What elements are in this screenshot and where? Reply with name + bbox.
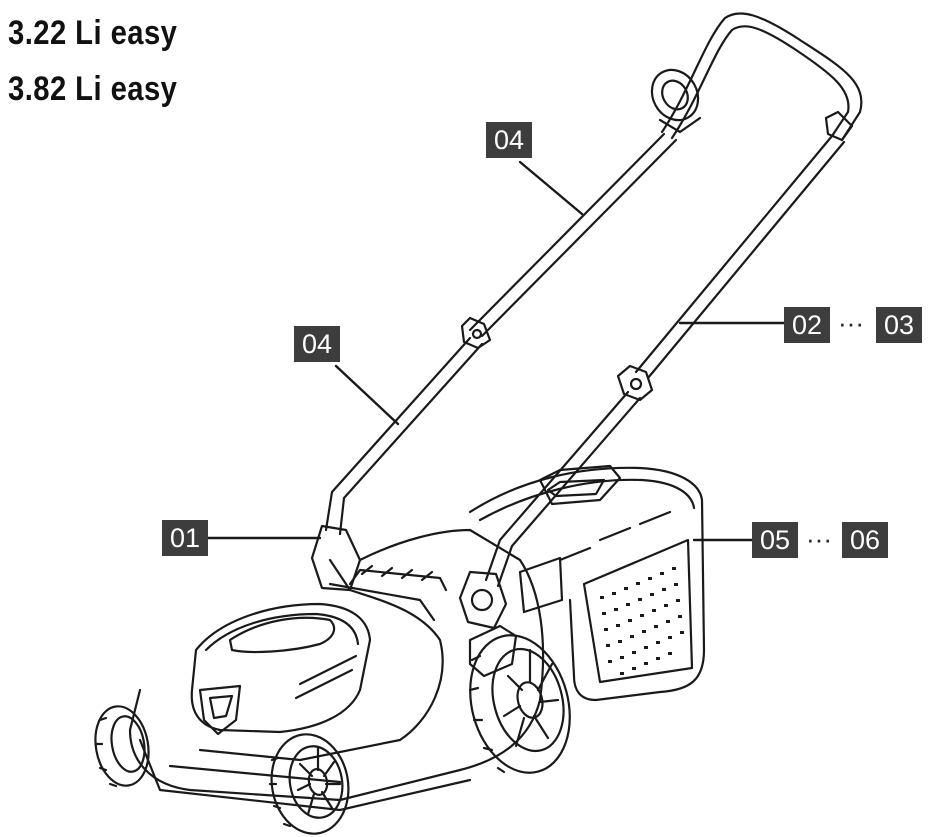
right-lower-handle-bar: [484, 390, 642, 588]
front-right-wheel: [268, 733, 350, 835]
callout-03: 03: [876, 307, 922, 343]
left-lower-handle-bar: [324, 336, 484, 536]
model-title-1: 3.22 Li easy: [8, 14, 178, 52]
mower-deck: [128, 528, 545, 812]
leader-line-04-left: [334, 364, 400, 426]
leader-line-04-top: [518, 160, 584, 216]
range-separator-05-06: ···: [806, 524, 832, 554]
right-grip-clip: [824, 110, 854, 142]
callout-04-left: 04: [294, 326, 340, 362]
left-upper-handle-bar: [468, 132, 678, 338]
rear-wheel: [468, 634, 571, 774]
range-separator-02-03: ···: [838, 308, 864, 338]
leader-lines: [204, 160, 786, 542]
battery-cover: [190, 602, 372, 734]
rear-axle-cap: [468, 624, 518, 678]
grass-catcher: [468, 464, 706, 702]
callout-04-top: 04: [486, 122, 532, 158]
right-handle-knob: [616, 364, 654, 402]
catcher-mesh: [600, 567, 684, 675]
right-upper-handle-bar: [634, 134, 846, 380]
right-handle-base: [458, 570, 508, 630]
handle-loop: [660, 12, 863, 142]
front-logo-badge: [198, 684, 242, 736]
callout-01: 01: [162, 520, 208, 556]
callout-06: 06: [842, 522, 888, 558]
model-title-2: 3.82 Li easy: [8, 70, 178, 108]
front-left-wheel: [94, 705, 150, 788]
callout-02: 02: [784, 307, 830, 343]
callout-05: 05: [752, 522, 798, 558]
left-handle-knob: [460, 316, 492, 350]
cable-clip: [650, 68, 702, 134]
